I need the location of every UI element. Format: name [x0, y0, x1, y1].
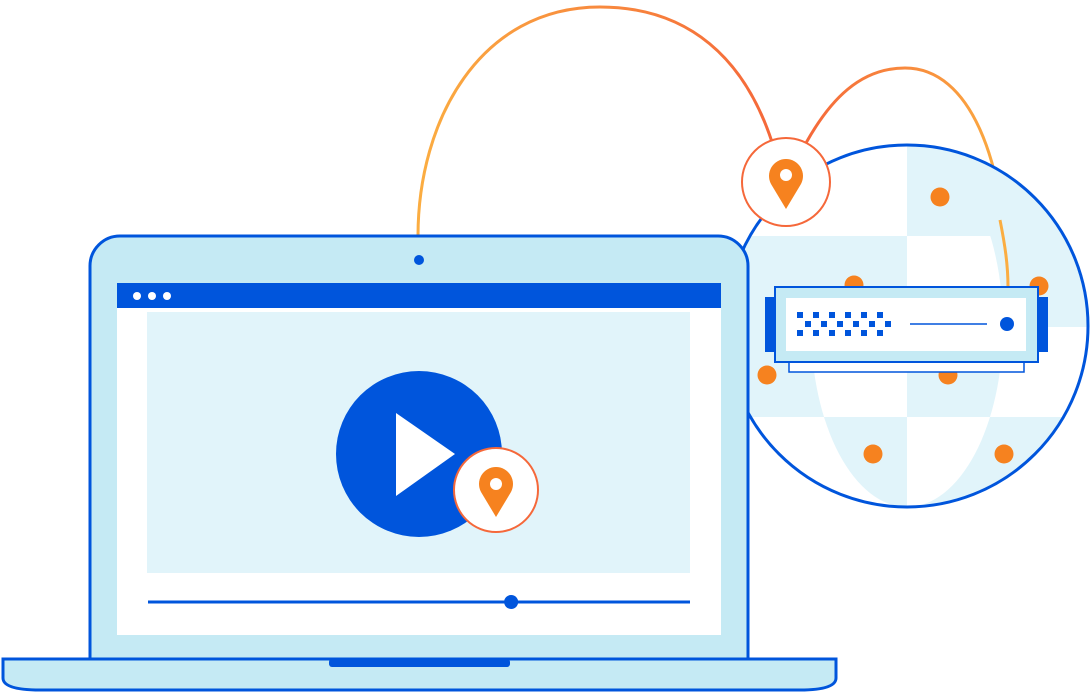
webcam-icon	[414, 255, 424, 265]
laptop-icon	[1, 234, 838, 692]
server-led	[797, 330, 803, 336]
location-dot	[930, 187, 950, 207]
server-led	[877, 312, 883, 318]
window-dot[interactable]	[133, 292, 141, 300]
server-led	[853, 321, 859, 327]
server-status-light	[1000, 317, 1014, 331]
connection-arc-1	[416, 5, 774, 237]
server-led	[845, 330, 851, 336]
location-pin-icon	[741, 137, 831, 227]
location-dot	[994, 444, 1014, 464]
server-led	[813, 312, 819, 318]
location-pin-icon	[453, 447, 539, 533]
laptop-base	[1, 657, 838, 692]
server-led	[861, 312, 867, 318]
server-icon	[765, 286, 1048, 373]
server-led	[829, 312, 835, 318]
server-led	[821, 321, 827, 327]
video-progress-knob[interactable]	[504, 595, 519, 609]
server-led	[829, 330, 835, 336]
window-titlebar	[117, 283, 721, 308]
window-dot[interactable]	[163, 292, 171, 300]
server-led	[813, 330, 819, 336]
server-led	[797, 312, 803, 318]
server-led	[837, 321, 843, 327]
server-led	[885, 321, 891, 327]
server-led	[861, 330, 867, 336]
location-dot	[863, 444, 883, 464]
play-icon	[396, 413, 455, 496]
laptop-notch	[329, 659, 510, 667]
window-dot[interactable]	[148, 292, 156, 300]
location-dot	[757, 365, 777, 385]
server-led	[869, 321, 875, 327]
server-led	[877, 330, 883, 336]
server-led	[805, 321, 811, 327]
server-led	[845, 312, 851, 318]
